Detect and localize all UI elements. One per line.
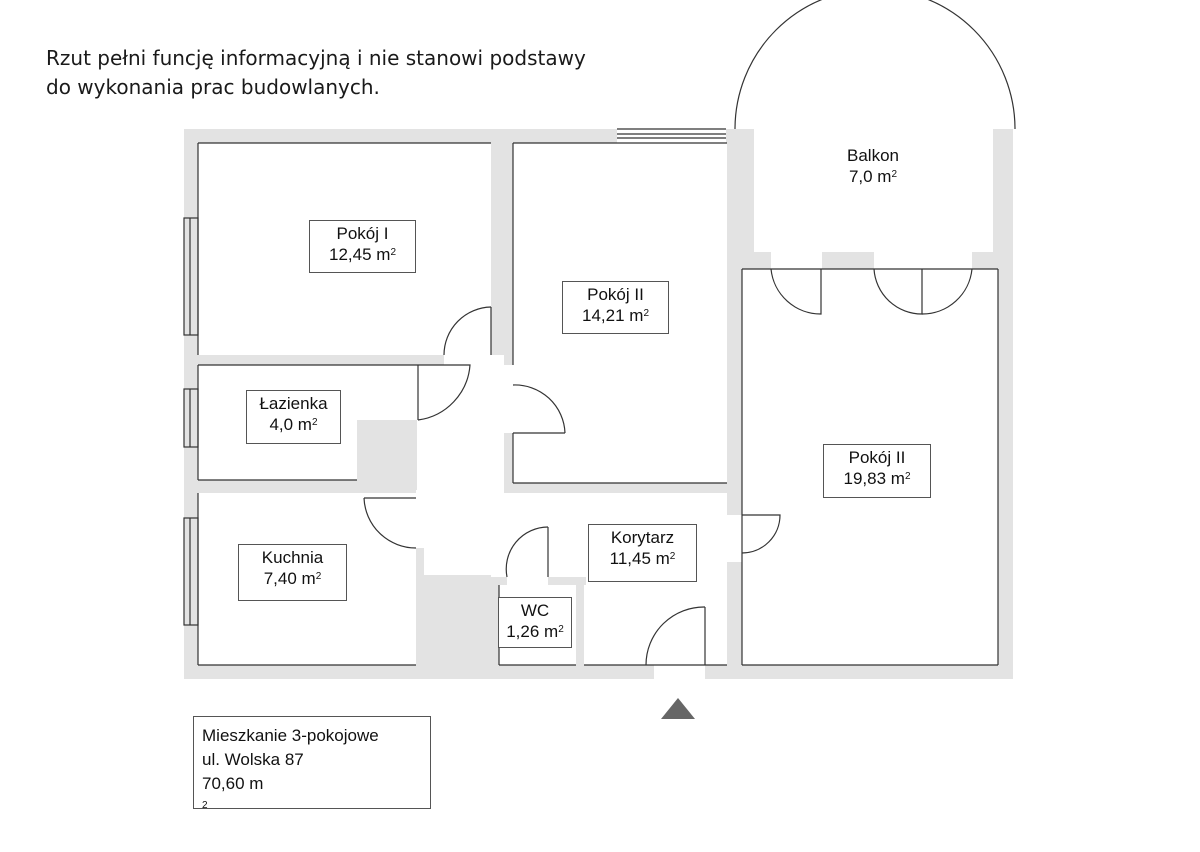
wall-pokoj2-bottom	[504, 483, 742, 493]
wall-wc-top-right	[548, 577, 586, 585]
label-pokoj2-name: Pokój II	[587, 285, 644, 304]
label-pokoj3: Pokój II 19,83 m2	[823, 444, 931, 498]
label-lazienka: Łazienka 4,0 m2	[246, 390, 341, 444]
apartment-info-box: Mieszkanie 3-pokojowe ul. Wolska 87 70,6…	[193, 716, 431, 811]
label-lazienka-area: 4,0 m	[269, 415, 312, 434]
label-korytarz-name: Korytarz	[610, 528, 675, 547]
label-lazienka-name: Łazienka	[259, 394, 328, 413]
label-kuchnia-name: Kuchnia	[261, 548, 324, 567]
door-entrance	[645, 606, 706, 666]
wall-wc-right	[576, 577, 584, 679]
balcony-arc	[734, 0, 1016, 130]
label-pokoj2: Pokój II 14,21 m2	[562, 281, 669, 334]
door-balcony-3	[921, 268, 973, 315]
label-balkon-area: 7,0 m	[848, 167, 892, 186]
door-lazienka	[410, 364, 471, 421]
wall-balcony-sill-left	[739, 252, 771, 269]
wall-wc-top-left	[491, 577, 507, 585]
wall-kuchnia-top	[184, 488, 416, 493]
walls	[184, 129, 1013, 679]
wall-left-outer	[184, 129, 198, 679]
wall-top-left	[184, 129, 617, 143]
door-pokoj3	[741, 514, 781, 554]
label-korytarz: Korytarz 11,45 m2	[588, 524, 697, 582]
label-wc-area: 1,26 m	[506, 622, 559, 641]
label-pokoj1: Pokój I 12,45 m2	[309, 220, 416, 273]
door-pokoj1	[443, 306, 492, 356]
door-balcony-1	[770, 268, 822, 315]
label-kuchnia-area: 7,40 m	[263, 569, 316, 588]
label-pokoj1-name: Pokój I	[336, 224, 389, 243]
wall-balcony-sill-right	[972, 252, 1013, 269]
door-kuchnia	[363, 497, 417, 549]
wall-pokoj2-left-top	[504, 143, 513, 365]
wall-pokoj1-lazienka	[184, 355, 444, 365]
label-pokoj3-area: 19,83 m	[843, 469, 905, 488]
label-korytarz-area: 11,45 m	[609, 549, 670, 568]
apartment-area: 70,60 m	[202, 774, 264, 793]
disclaimer-line-2: do wykonania prac budowlanych.	[46, 75, 380, 99]
entrance-arrow-icon	[661, 698, 695, 719]
wall-balcony-left	[739, 129, 754, 269]
wall-balcony-sill-mid	[822, 252, 874, 269]
wall-pokoj2-pokoj3-top	[727, 129, 742, 515]
wall-wc-left	[491, 577, 499, 679]
apartment-address: ul. Wolska 87	[202, 750, 304, 769]
label-balkon: Balkon 7,0 m2	[818, 143, 928, 189]
apartment-type: Mieszkanie 3-pokojowe	[202, 726, 379, 745]
label-pokoj1-area: 12,45 m	[329, 245, 391, 264]
wall-pokoj2-pokoj3-bottom	[727, 562, 742, 679]
shaft-kuchnia	[416, 575, 491, 679]
door-balcony-2	[873, 268, 923, 315]
shaft-lazienka	[357, 420, 417, 490]
wall-lazienka-kuchnia	[184, 480, 364, 488]
door-pokoj2	[512, 384, 566, 434]
label-pokoj3-name: Pokój II	[848, 448, 906, 467]
wall-balcony-right	[993, 129, 1013, 269]
wall-bottom-right	[705, 665, 1013, 679]
label-pokoj2-area: 14,21 m	[582, 306, 644, 325]
label-wc: WC 1,26 m2	[498, 597, 572, 648]
wall-pokoj2-left-bottom	[504, 433, 513, 493]
disclaimer-text: Rzut pełni funcję informacyjną i nie sta…	[46, 44, 666, 102]
wall-right-outer	[998, 252, 1013, 679]
label-kuchnia: Kuchnia 7,40 m2	[238, 544, 347, 601]
disclaimer-line-1: Rzut pełni funcję informacyjną i nie sta…	[46, 46, 586, 70]
label-wc-name: WC	[520, 601, 550, 620]
label-balkon-name: Balkon	[847, 146, 899, 165]
plan-lines	[183, 0, 1016, 666]
door-wc	[505, 526, 549, 578]
